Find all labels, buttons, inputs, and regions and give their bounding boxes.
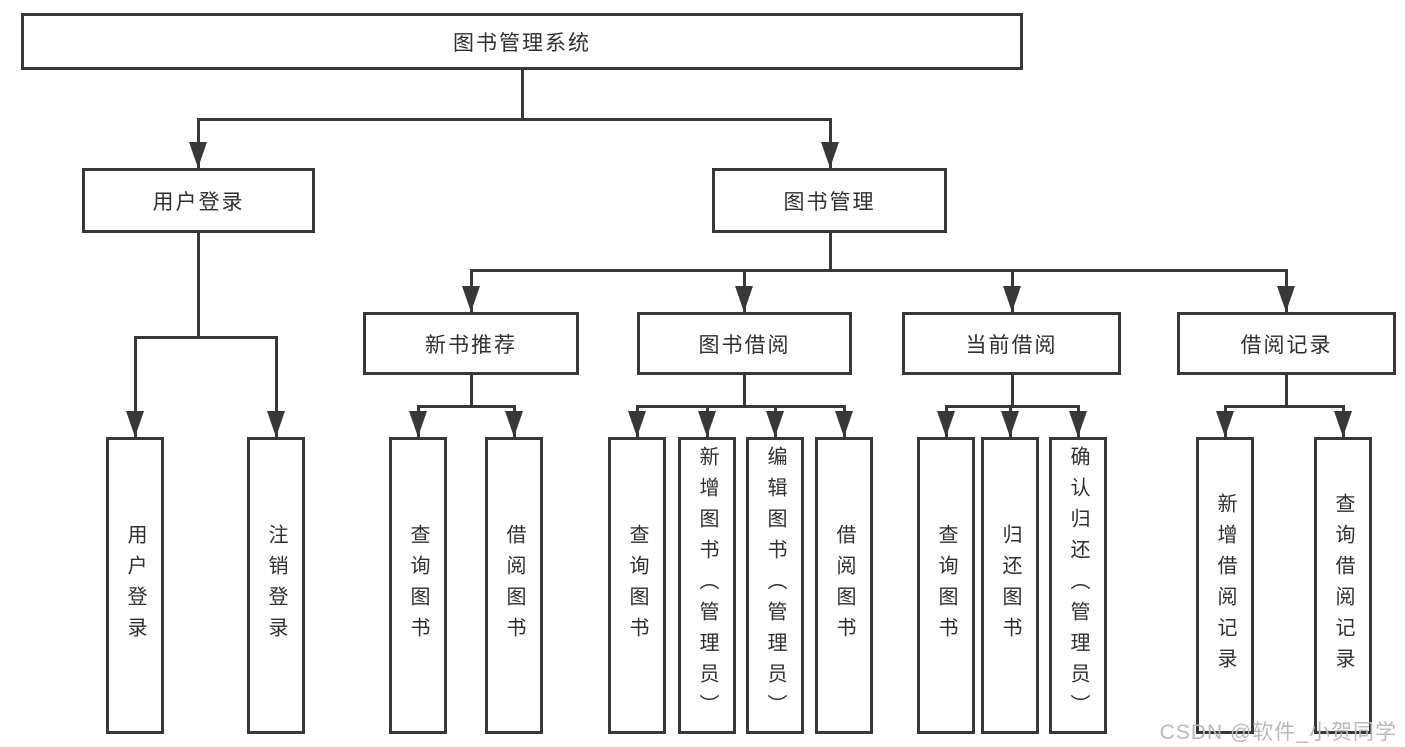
arrowhead-down-icon	[409, 411, 427, 437]
leaf-query-book-current: 查询图书	[917, 437, 975, 734]
arrowhead-down-icon	[1001, 411, 1019, 437]
leaf-query-book-borrow: 查询图书	[608, 437, 666, 734]
node-label: 新书推荐	[425, 333, 517, 357]
leaf-add-borrow-record: 新增借阅记录	[1196, 437, 1254, 734]
arrowhead-down-icon	[1334, 411, 1352, 437]
node-label: 图书管理系统	[453, 31, 591, 55]
leaf-logout: 注销登录	[247, 437, 305, 734]
arrowhead-down-icon	[821, 142, 839, 168]
node-label: 查询图书	[935, 523, 957, 648]
leaf-confirm-return-admin: 确认归还（管理员）	[1049, 437, 1107, 734]
node-new-book-recommendation: 新书推荐	[363, 312, 579, 375]
arrowhead-down-icon	[1216, 411, 1234, 437]
node-label: 借阅图书	[503, 523, 525, 648]
connector-line	[742, 375, 746, 406]
leaf-user-login: 用户登录	[106, 437, 164, 734]
node-label: 借阅记录	[1240, 333, 1333, 357]
connector-line	[469, 375, 473, 406]
connector-line	[1010, 375, 1014, 406]
leaf-return-book: 归还图书	[981, 437, 1039, 734]
node-label: 借阅图书	[833, 523, 855, 648]
arrowhead-down-icon	[766, 411, 784, 437]
arrowhead-down-icon	[505, 411, 523, 437]
node-label: 查询借阅记录	[1332, 492, 1354, 679]
leaf-edit-book-admin: 编辑图书（管理员）	[746, 437, 804, 734]
connector-line	[133, 335, 278, 339]
node-label: 查询图书	[407, 523, 429, 648]
arrowhead-down-icon	[937, 411, 955, 437]
node-label: 图书借阅	[698, 333, 791, 357]
node-label: 用户登录	[124, 523, 146, 648]
leaf-borrow-book: 借阅图书	[815, 437, 873, 734]
connector-line	[469, 268, 1288, 272]
connector-line	[828, 233, 832, 270]
node-label: 注销登录	[265, 523, 287, 648]
leaf-borrow-book-recommend: 借阅图书	[485, 437, 543, 734]
arrowhead-down-icon	[267, 411, 285, 437]
node-borrowing-records: 借阅记录	[1177, 312, 1396, 375]
watermark: CSDN @软件_小贺同学	[1159, 721, 1397, 744]
arrowhead-down-icon	[628, 411, 646, 437]
arrowhead-down-icon	[189, 142, 207, 168]
arrowhead-down-icon	[1277, 286, 1295, 312]
connector-line	[416, 404, 516, 408]
node-label: 用户登录	[152, 190, 245, 214]
node-book-borrowing: 图书借阅	[637, 312, 852, 375]
node-book-management: 图书管理	[712, 168, 947, 233]
connector-line	[133, 337, 137, 437]
node-label: 当前借阅	[965, 333, 1058, 357]
connector-line	[196, 117, 832, 121]
node-library-management-system: 图书管理系统	[21, 13, 1023, 70]
connector-line	[274, 337, 278, 437]
connector-line	[1223, 404, 1345, 408]
node-user-login: 用户登录	[82, 168, 315, 233]
leaf-add-book-admin: 新增图书（管理员）	[678, 437, 736, 734]
node-label: 确认归还（管理员）	[1067, 446, 1089, 725]
connector-line	[635, 404, 846, 408]
arrowhead-down-icon	[735, 286, 753, 312]
leaf-query-borrow-record: 查询借阅记录	[1314, 437, 1372, 734]
arrowhead-down-icon	[835, 411, 853, 437]
connector-line	[520, 70, 524, 119]
node-label: 归还图书	[999, 523, 1021, 648]
arrowhead-down-icon	[462, 286, 480, 312]
node-label: 图书管理	[783, 190, 876, 214]
arrowhead-down-icon	[1003, 286, 1021, 312]
node-label: 新增借阅记录	[1214, 492, 1236, 679]
connector-line	[196, 233, 200, 337]
node-label: 新增图书（管理员）	[696, 446, 718, 725]
node-current-borrowing: 当前借阅	[902, 312, 1121, 375]
connector-line	[1284, 375, 1288, 406]
leaf-query-book-recommend: 查询图书	[389, 437, 447, 734]
node-label: 编辑图书（管理员）	[764, 446, 786, 725]
node-label: 查询图书	[626, 523, 648, 648]
connector-line	[944, 404, 1080, 408]
arrowhead-down-icon	[1069, 411, 1087, 437]
arrowhead-down-icon	[126, 411, 144, 437]
arrowhead-down-icon	[698, 411, 716, 437]
